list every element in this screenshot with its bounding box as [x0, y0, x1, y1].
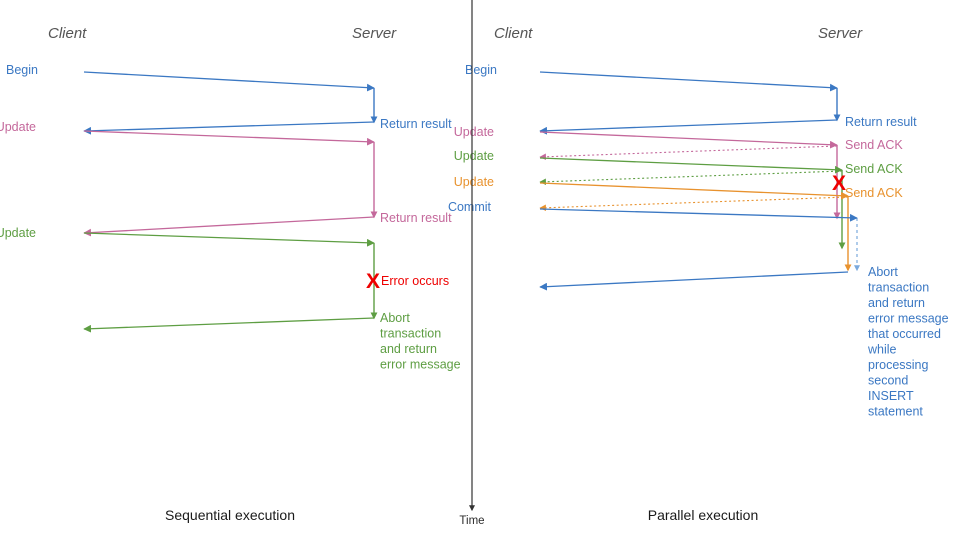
message-arrow-update3: [539, 182, 849, 200]
message-arrow-ack1: [539, 145, 838, 161]
message-arrow-return2: [83, 216, 375, 237]
message-label-ack2: Send ACK: [845, 162, 903, 176]
note-line: that occurred: [868, 327, 941, 341]
note-line: error message: [868, 312, 949, 326]
note-line: Abort: [380, 311, 410, 325]
note-line: second: [868, 374, 908, 388]
actor-label-client: Client: [48, 25, 87, 42]
message-arrow-update2: [83, 232, 375, 247]
message-arrow-return1: [83, 121, 375, 135]
message-label-update1: Update: [454, 125, 494, 139]
message-label-commit: Commit: [448, 200, 492, 214]
message-label-return1: Return result: [845, 115, 917, 129]
time-axis-label: Time: [459, 515, 484, 527]
message-arrow-return1: [539, 119, 838, 135]
note-line: processing: [868, 358, 928, 372]
message-arrow-commit: [539, 208, 858, 222]
message-label-update2: Update: [0, 226, 36, 240]
note-line: while: [867, 343, 897, 357]
message-arrow-update1: [83, 130, 375, 146]
message-arrow-abort_return: [83, 317, 375, 333]
message-label-ack1: Send ACK: [845, 138, 903, 152]
actor-label-server: Server: [352, 25, 397, 42]
error-label: Error occurs: [381, 274, 449, 288]
message-arrow-update2: [539, 157, 843, 174]
message-label-begin: Begin: [6, 63, 38, 77]
message-arrow-ack3: [539, 196, 849, 212]
note-line: INSERT: [868, 389, 914, 403]
note-line: transaction: [868, 281, 929, 295]
panel-caption-parallel: Parallel execution: [648, 507, 759, 523]
actor-label-server: Server: [818, 25, 863, 42]
note-line: error message: [380, 358, 461, 372]
message-label-update1: Update: [0, 120, 36, 134]
message-label-return1: Return result: [380, 117, 452, 131]
message-label-update3: Update: [454, 175, 494, 189]
note-line: transaction: [380, 327, 441, 341]
note-line: and return: [380, 342, 437, 356]
message-label-begin: Begin: [465, 63, 497, 77]
message-arrow-begin: [539, 71, 838, 92]
message-label-ack3: Send ACK: [845, 186, 903, 200]
message-label-update2: Update: [454, 149, 494, 163]
actor-label-client: Client: [494, 25, 533, 42]
message-arrow-update1: [539, 131, 838, 149]
note-line: and return: [868, 296, 925, 310]
message-arrow-ack2: [539, 170, 843, 186]
message-arrow-begin: [83, 71, 375, 92]
error-x-icon: X: [832, 172, 846, 195]
note-line: statement: [868, 405, 923, 419]
panel-caption-sequential: Sequential execution: [165, 507, 295, 523]
message-label-return2: Return result: [380, 211, 452, 225]
error-x-icon: X: [366, 270, 380, 293]
message-arrow-abort_rv: [539, 271, 849, 291]
note-line: Abort: [868, 265, 898, 279]
